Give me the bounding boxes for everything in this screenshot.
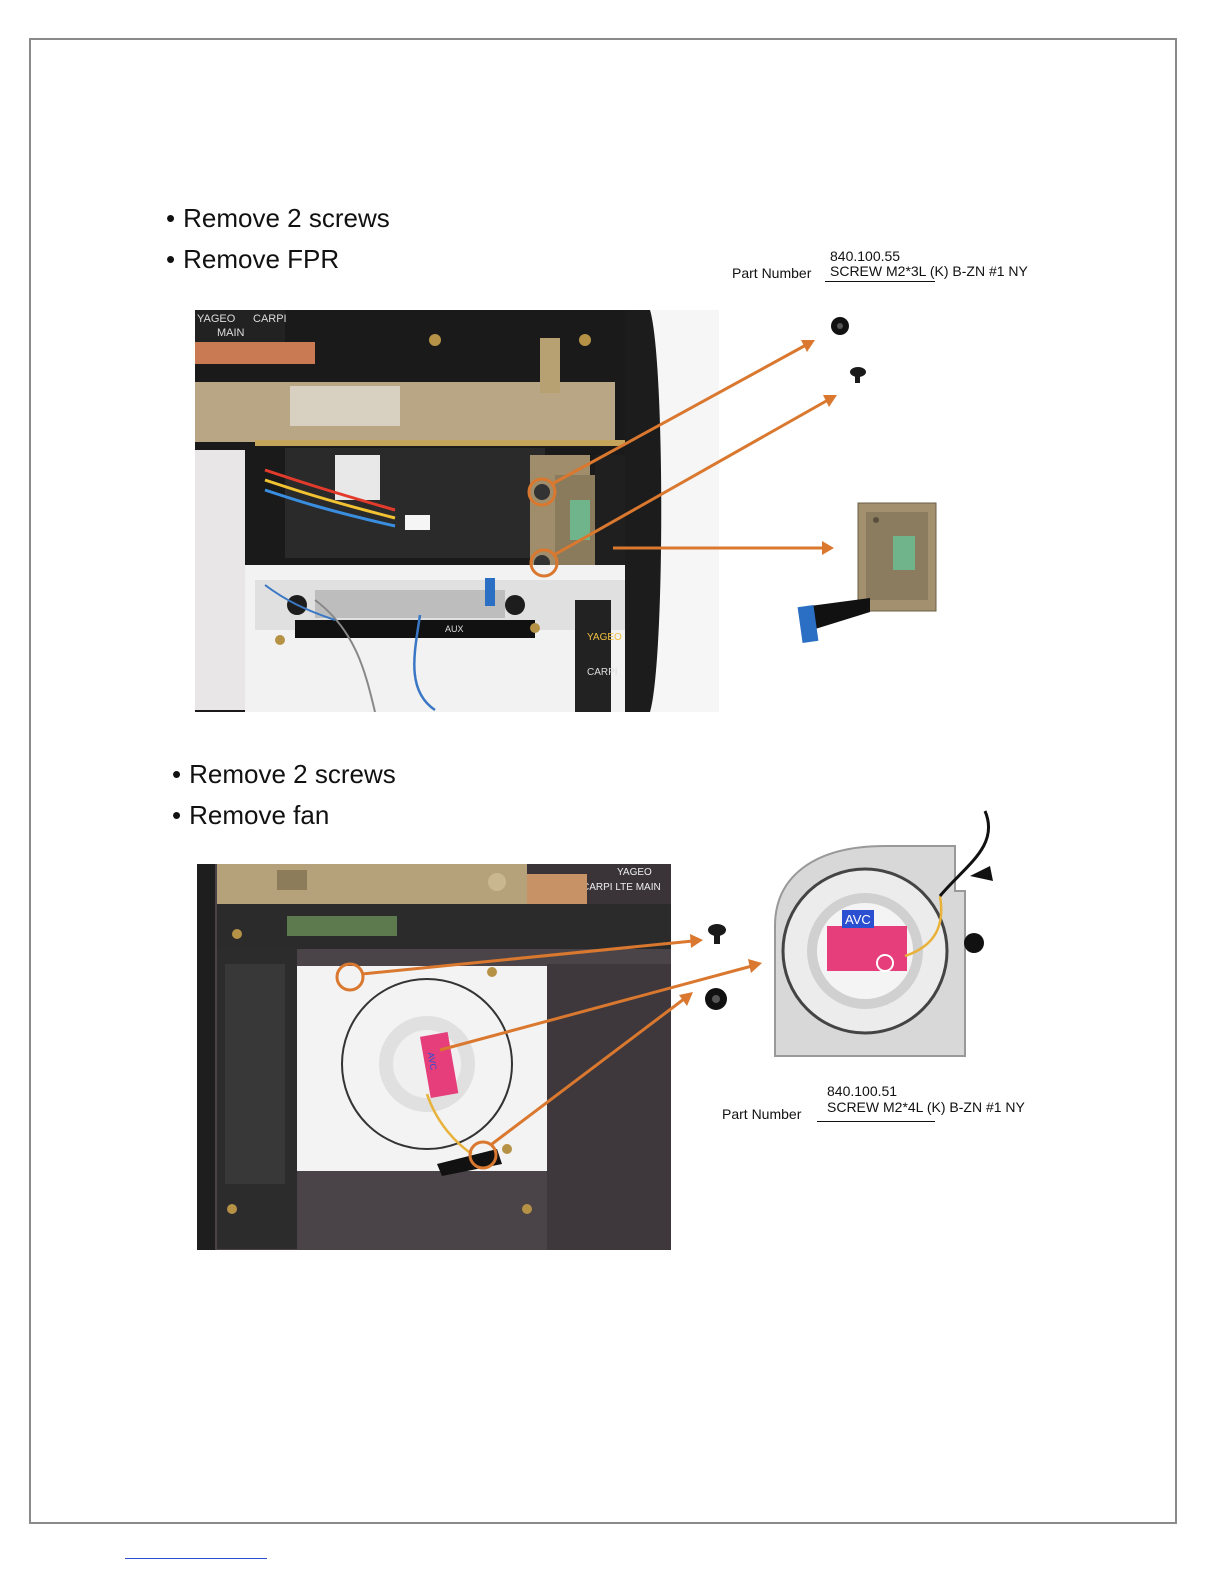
part-number-underline	[817, 1121, 935, 1122]
part-description: SCREW M2*4L (K) B-ZN #1 NY	[827, 1099, 1025, 1115]
screw-icon	[705, 988, 727, 1010]
part-number-label: Part Number	[722, 1106, 801, 1122]
screw-icon	[708, 924, 726, 944]
part-number-value: 840.100.51	[827, 1083, 897, 1099]
footer-link-underline[interactable]	[125, 1558, 267, 1559]
